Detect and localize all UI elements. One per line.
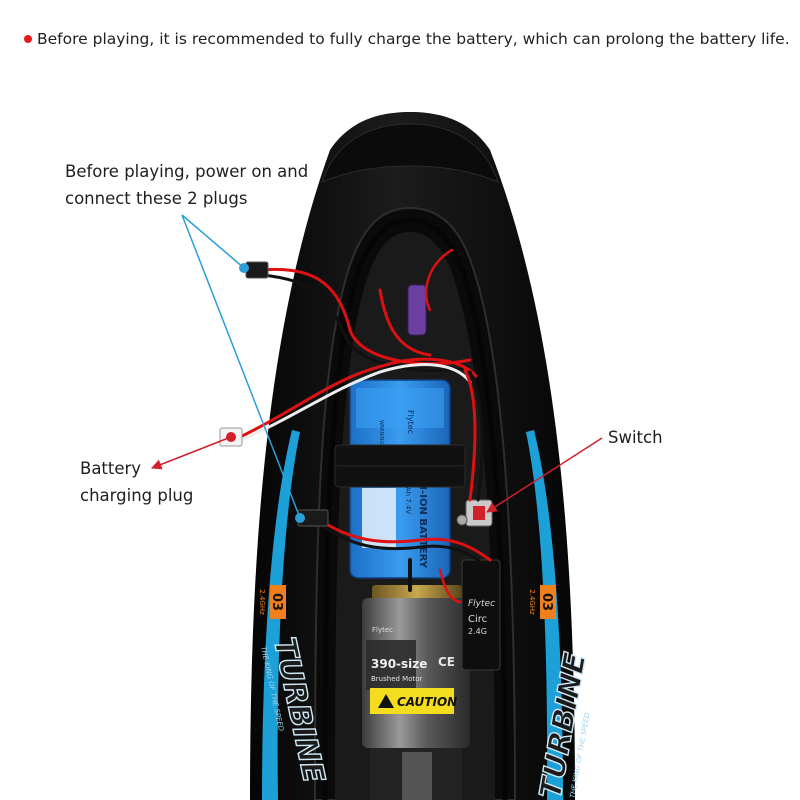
battery-warning-text: WARNING xyxy=(378,420,384,445)
battery-label-text: LI-ION BATTERY xyxy=(417,480,428,569)
freq-right-text: 2.4GHz xyxy=(528,589,536,615)
plugs-callout-line-b xyxy=(181,214,301,519)
plug-top-connector xyxy=(245,261,269,279)
hull-decal-left xyxy=(262,430,300,800)
cockpit-gasket xyxy=(322,217,508,800)
receiver-box: Flytec Circ 2.4G xyxy=(461,559,501,671)
plugs-callout-line-a xyxy=(181,214,245,269)
charging-callout-line-1: Battery xyxy=(80,459,142,478)
battery-brand-text: Flytec xyxy=(406,410,415,434)
power-switch xyxy=(456,499,493,527)
plugs-callout-line-2: connect these 2 plugs xyxy=(65,189,248,208)
hull-badge-left: 03 2.4GHz xyxy=(258,585,286,619)
freq-left-text: 2.4GHz xyxy=(258,589,266,615)
receiver-freq-text: 2.4G xyxy=(468,627,487,636)
charging-callout-arrow xyxy=(151,436,232,470)
plugs-callout: Before playing, power on and connect the… xyxy=(65,158,308,212)
battery-spec-text: mAh 7.4V xyxy=(404,480,412,514)
hull-badge-left-text: 03 xyxy=(269,593,284,611)
charging-callout-line-2: charging plug xyxy=(80,486,194,505)
switch-callout: Switch xyxy=(608,424,663,451)
switch-callout-label: Switch xyxy=(608,428,663,447)
hull-badge-right: 03 2.4GHz xyxy=(528,585,556,619)
red-bullet-icon xyxy=(24,34,32,43)
receiver-model-text: Circ xyxy=(468,614,487,625)
hull-badge-right-text: 03 xyxy=(539,593,554,611)
caution-triangle-icon xyxy=(378,694,394,708)
motor-caution-text: CAUTION xyxy=(397,695,457,709)
note-text: Before playing, it is recommended to ful… xyxy=(37,30,790,48)
wiring xyxy=(238,248,492,604)
motor-brand-text: Flytec xyxy=(372,626,393,634)
hull-bow-cap xyxy=(321,123,499,183)
motor-ce-text: CE xyxy=(438,655,455,669)
battery-recommendation-note: Before playing, it is recommended to ful… xyxy=(24,30,794,48)
receiver-brand-text: Flytec xyxy=(468,599,495,609)
plugs-callout-line-1: Before playing, power on and xyxy=(65,162,309,181)
motor-type-text: Brushed Motor xyxy=(371,675,423,683)
drive-motor: Flytec 390-size Brushed Motor CE CAUTION xyxy=(362,585,470,800)
charging-plug-callout: Battery charging plug xyxy=(80,455,193,509)
switch-callout-arrow xyxy=(486,437,603,513)
motor-size-text: 390-size xyxy=(371,657,427,671)
